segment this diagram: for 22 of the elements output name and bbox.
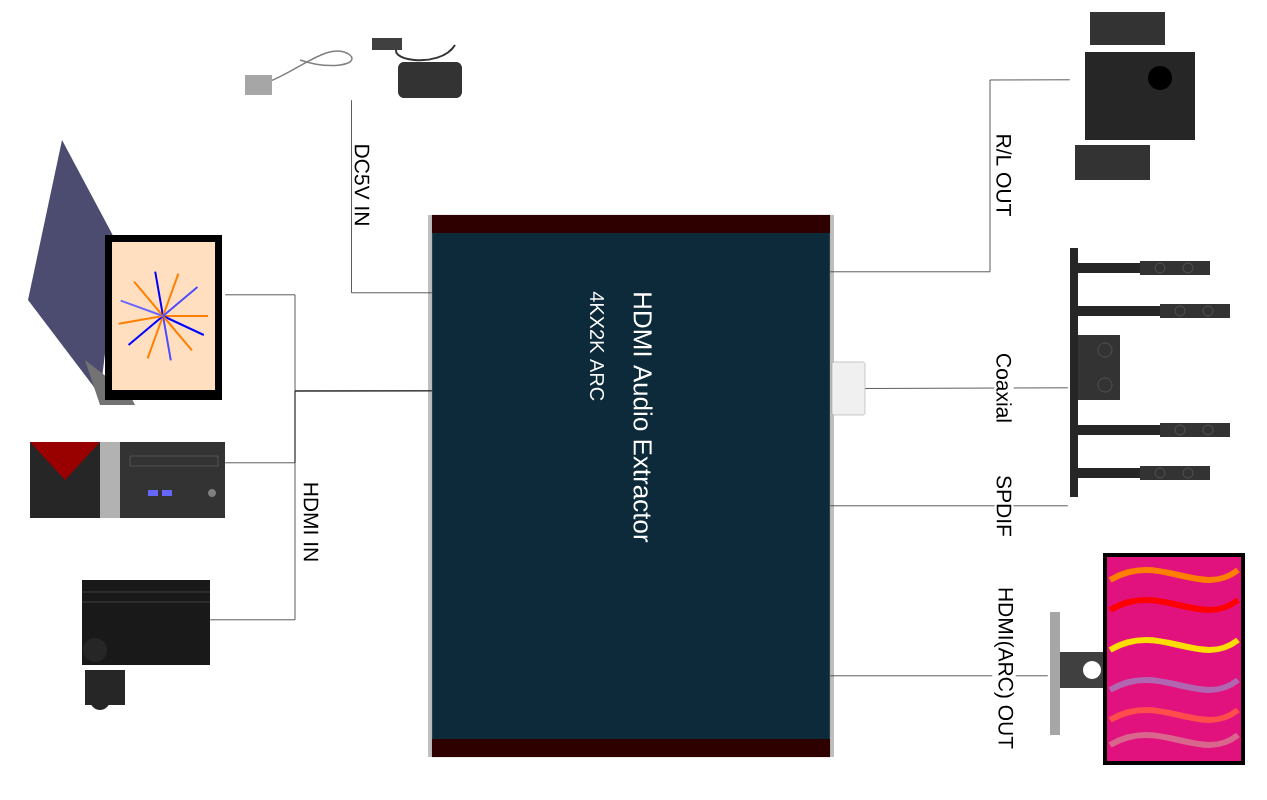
monitor-drawing — [1050, 553, 1245, 765]
edge-label: R/L OUT — [996, 135, 1012, 216]
laptop-drawing — [28, 140, 222, 405]
edge-label: Coaxial — [996, 354, 1012, 422]
desktop-pc-drawing — [30, 442, 225, 518]
connector-line — [864, 387, 1069, 389]
connector-line — [351, 99, 433, 294]
device-label: 4KX2K ARC — [589, 291, 605, 401]
connector-line — [209, 390, 433, 621]
device-label: HDMI Audio Extractor — [633, 293, 653, 543]
home-theater-drawing — [1070, 248, 1230, 497]
port-tab — [831, 361, 866, 416]
game-console-drawing — [81, 580, 211, 710]
edge-label: HDMI IN — [303, 483, 319, 561]
connector-line — [829, 505, 1069, 507]
edge-label: DC5V IN — [354, 145, 370, 225]
edge-label: HDMI(ARC) OUT — [994, 588, 1014, 749]
connector-line — [829, 79, 1071, 273]
connector-line — [829, 675, 1049, 677]
power-adapter-drawing — [245, 38, 462, 98]
speaker-set-drawing — [1075, 12, 1195, 180]
edge-label: SPDIF — [996, 476, 1012, 537]
